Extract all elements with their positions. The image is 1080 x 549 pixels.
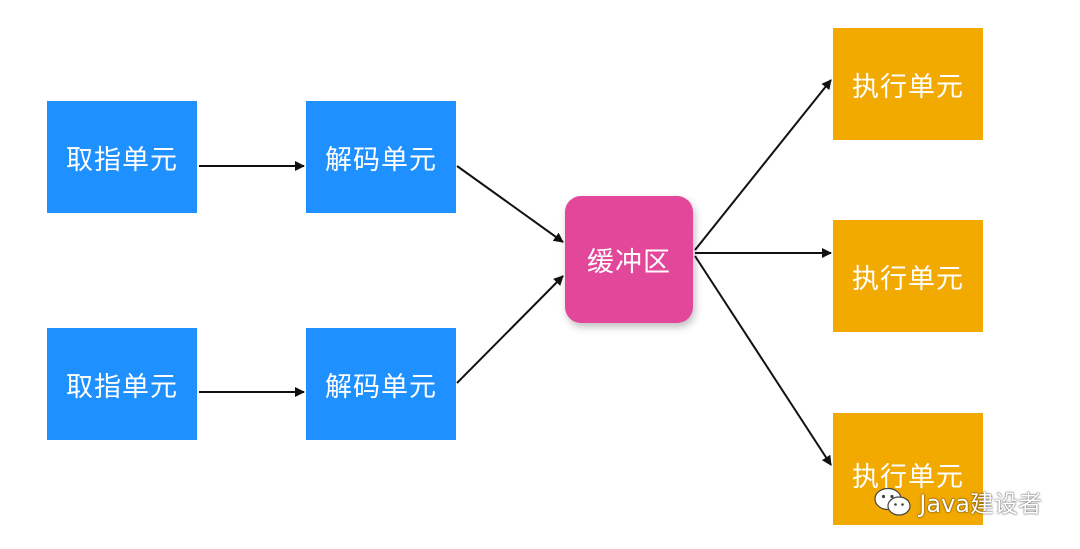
edge-buffer-exec3 [694, 255, 832, 466]
decode-unit-1-label: 解码单元 [325, 144, 437, 176]
edge-decode2-buffer [456, 275, 564, 384]
execute-unit-3-label: 执行单元 [852, 462, 964, 493]
decode-unit-2: 解码单元 [306, 328, 456, 440]
fetch-unit-2: 取指单元 [47, 328, 197, 440]
fetch-unit-1: 取指单元 [47, 101, 197, 213]
execute-unit-2: 执行单元 [833, 220, 983, 332]
execute-unit-2-label: 执行单元 [852, 263, 964, 295]
watermark: Java建设者 [873, 484, 1042, 519]
decode-unit-1: 解码单元 [306, 101, 456, 213]
wechat-icon [874, 487, 911, 516]
watermark-text: Java建设者 [919, 490, 1042, 518]
fetch-unit-1-label: 取指单元 [66, 144, 178, 176]
edge-decode1-buffer [456, 165, 564, 243]
buffer-label: 缓冲区 [587, 247, 671, 278]
fetch-unit-2-label: 取指单元 [66, 371, 178, 403]
buffer: 缓冲区 [565, 196, 693, 323]
execute-unit-1: 执行单元 [833, 28, 983, 140]
decode-unit-2-label: 解码单元 [325, 371, 437, 403]
execute-unit-1-label: 执行单元 [852, 71, 964, 103]
edge-buffer-exec1 [694, 79, 832, 251]
